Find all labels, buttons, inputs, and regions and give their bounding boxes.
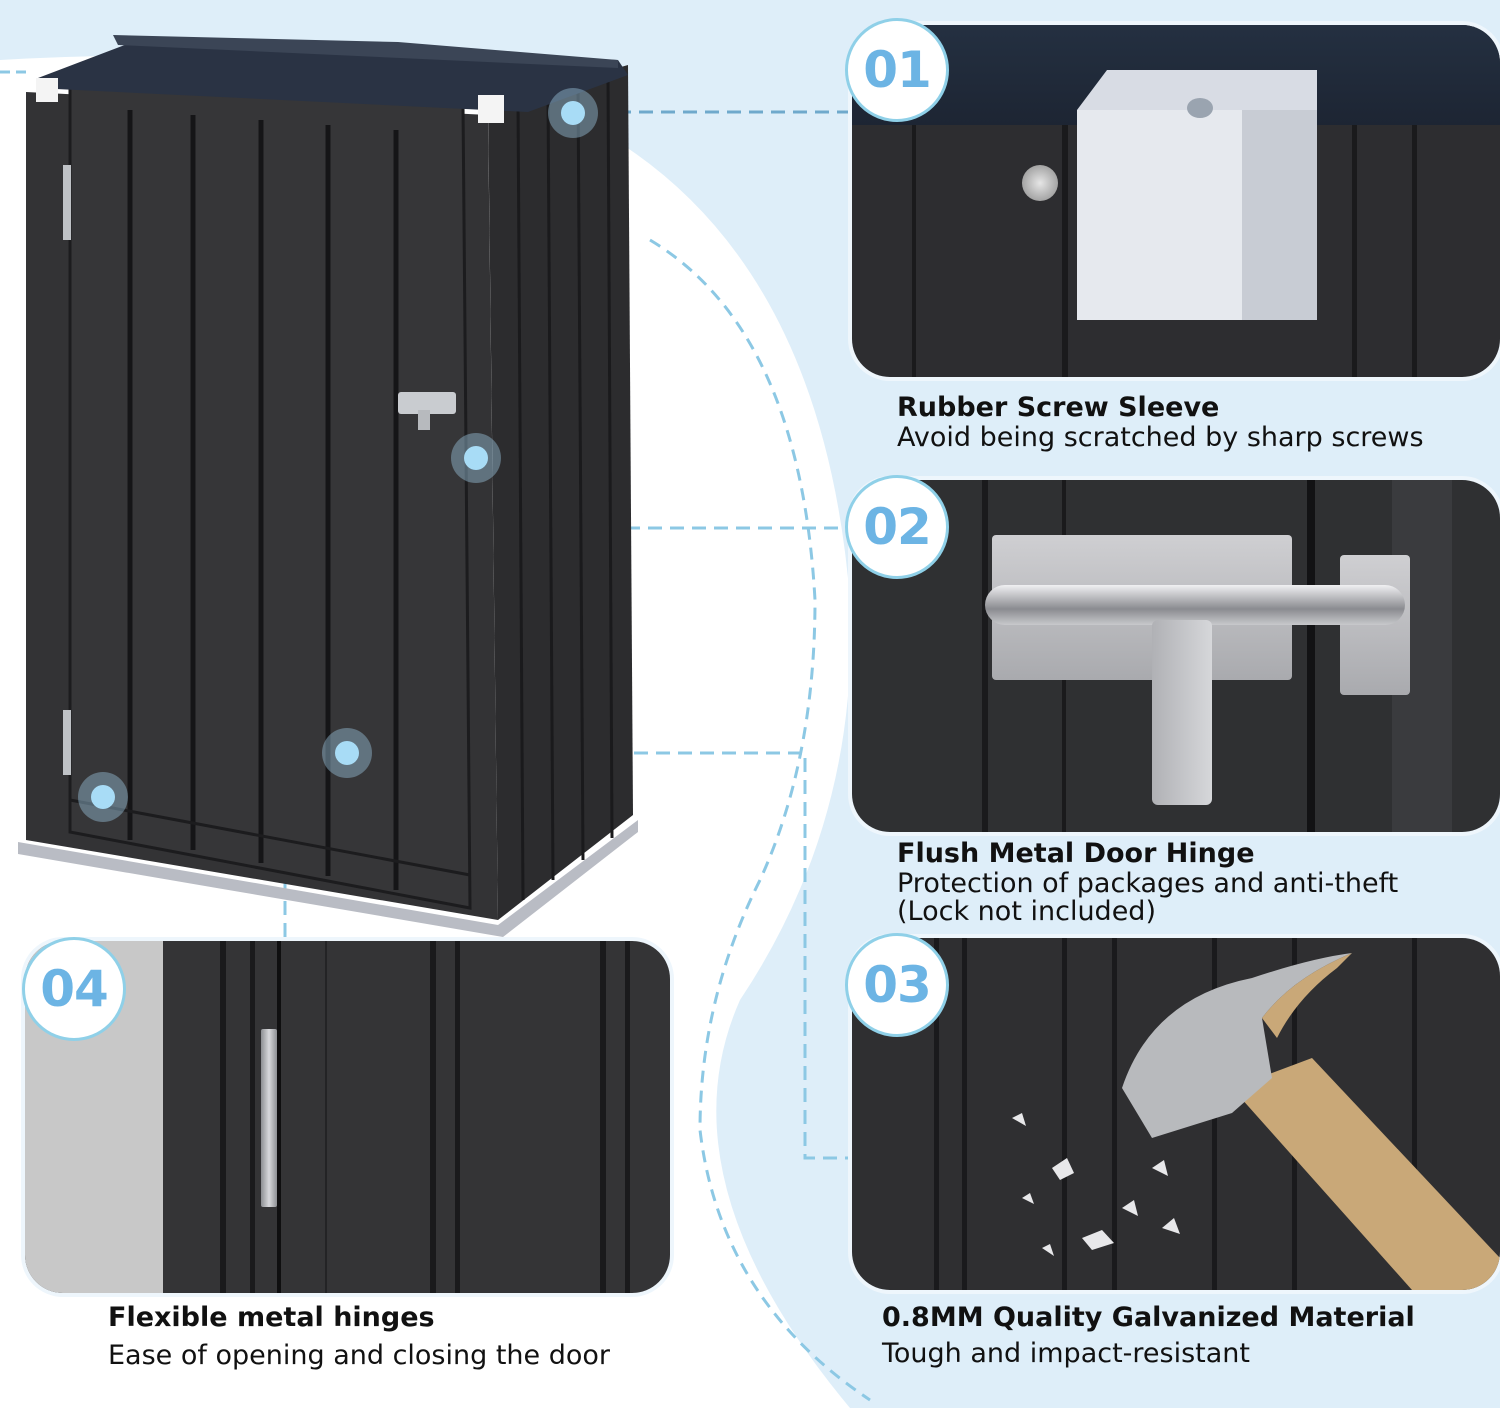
hotspot-01[interactable] xyxy=(548,88,598,138)
feature-title: 0.8MM Quality Galvanized Material xyxy=(882,1302,1415,1333)
hotspot-03[interactable] xyxy=(322,728,372,778)
dashed-curve xyxy=(649,238,871,1402)
corner-cap-right xyxy=(478,95,504,123)
screw-icon xyxy=(1022,165,1058,201)
latch xyxy=(398,392,456,414)
feature-title: Rubber Screw Sleeve xyxy=(897,392,1220,423)
hasp xyxy=(1152,620,1212,805)
shed-side-panel xyxy=(488,65,633,920)
feature-title: Flush Metal Door Hinge xyxy=(897,838,1255,869)
shed-drawing xyxy=(18,35,638,937)
feature-note: (Lock not included) xyxy=(897,896,1156,927)
badge-number: 03 xyxy=(863,956,932,1014)
feature-panel-01 xyxy=(852,25,1500,377)
feature-panel-02 xyxy=(852,480,1500,832)
feature-description: Ease of opening and closing the door xyxy=(108,1340,611,1371)
feature-caption-04: Flexible metal hinges Ease of opening an… xyxy=(108,1302,610,1370)
feature-caption-01: Rubber Screw Sleeve Avoid being scratche… xyxy=(897,392,1424,452)
hinge xyxy=(63,165,71,240)
feature-title: Flexible metal hinges xyxy=(108,1302,435,1333)
latch-keeper xyxy=(1340,555,1410,695)
badge-04: 04 xyxy=(22,937,126,1041)
feature-caption-02: Flush Metal Door Hinge Protection of pac… xyxy=(897,838,1398,926)
hinge-icon xyxy=(261,1029,277,1207)
badge-number: 04 xyxy=(40,960,109,1018)
hotspot-04[interactable] xyxy=(78,772,128,822)
latch-bolt xyxy=(985,585,1405,625)
rubber-sleeve-block xyxy=(1077,70,1317,320)
feature-panel-04 xyxy=(25,941,670,1293)
corner-cap-left xyxy=(36,78,58,102)
badge-number: 02 xyxy=(863,498,932,556)
hammer-head xyxy=(1122,953,1352,1138)
hotspot-02[interactable] xyxy=(451,433,501,483)
feature-description: Tough and impact-resistant xyxy=(882,1338,1250,1369)
badge-number: 01 xyxy=(863,41,932,99)
shed-illustration xyxy=(18,20,648,940)
feature-description: Avoid being scratched by sharp screws xyxy=(897,422,1424,453)
feature-caption-03: 0.8MM Quality Galvanized Material Tough … xyxy=(882,1302,1415,1368)
connector-line-03 xyxy=(370,751,850,1160)
badge-02: 02 xyxy=(845,475,949,579)
badge-01: 01 xyxy=(845,18,949,122)
feature-description: Protection of packages and anti-theft xyxy=(897,868,1399,899)
hammer-handle xyxy=(1232,1058,1500,1290)
badge-03: 03 xyxy=(845,933,949,1037)
hammer-icon xyxy=(1012,953,1500,1290)
debris xyxy=(1012,1113,1180,1256)
feature-panel-03 xyxy=(852,938,1500,1290)
